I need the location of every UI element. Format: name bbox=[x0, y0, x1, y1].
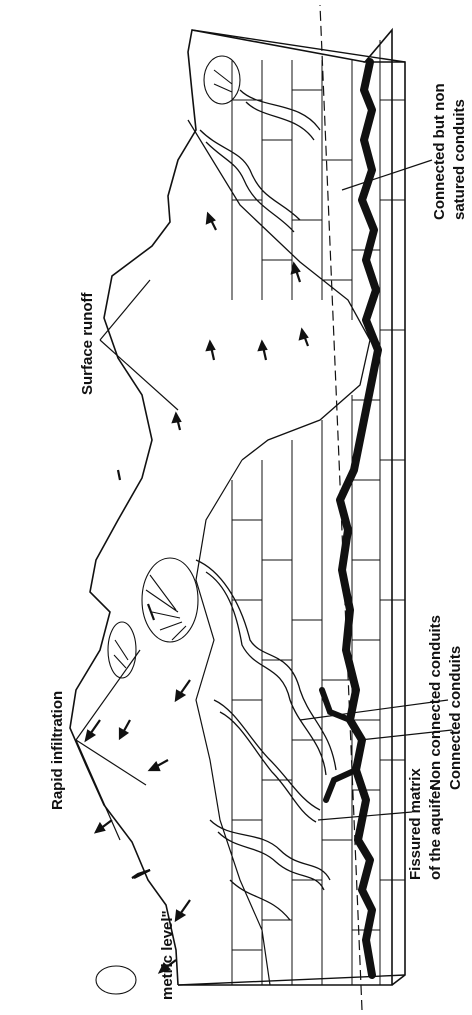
piezometric-level-line bbox=[320, 5, 362, 1010]
joint-ticks bbox=[232, 90, 405, 950]
block-top-edge bbox=[192, 30, 405, 62]
valley-edge bbox=[196, 460, 270, 985]
leader-lines bbox=[76, 160, 452, 840]
flow-arrows bbox=[86, 214, 308, 972]
block-top-surface bbox=[70, 30, 365, 985]
label-non-connected-conduits: Non connected conduits bbox=[427, 615, 444, 790]
label-rapid-infiltration: Rapid infiltration bbox=[49, 691, 66, 810]
conduit-outlines bbox=[196, 90, 336, 920]
saturated-conduit bbox=[340, 62, 378, 975]
label-fissured-matrix-1: Fissured matrix bbox=[407, 768, 424, 880]
label-connected-conduits: Connected conduits bbox=[447, 646, 464, 790]
label-piezometric-level: metric level" bbox=[159, 910, 176, 1000]
label-connected-non-saturated-2: satured conduits bbox=[451, 99, 468, 220]
label-connected-non-saturated-1: Connected but non bbox=[431, 83, 448, 220]
label-fissured-matrix-2: of the aquifer bbox=[427, 785, 444, 880]
label-surface-runoff: Surface runoff bbox=[79, 291, 96, 395]
valley-floor bbox=[188, 120, 370, 460]
